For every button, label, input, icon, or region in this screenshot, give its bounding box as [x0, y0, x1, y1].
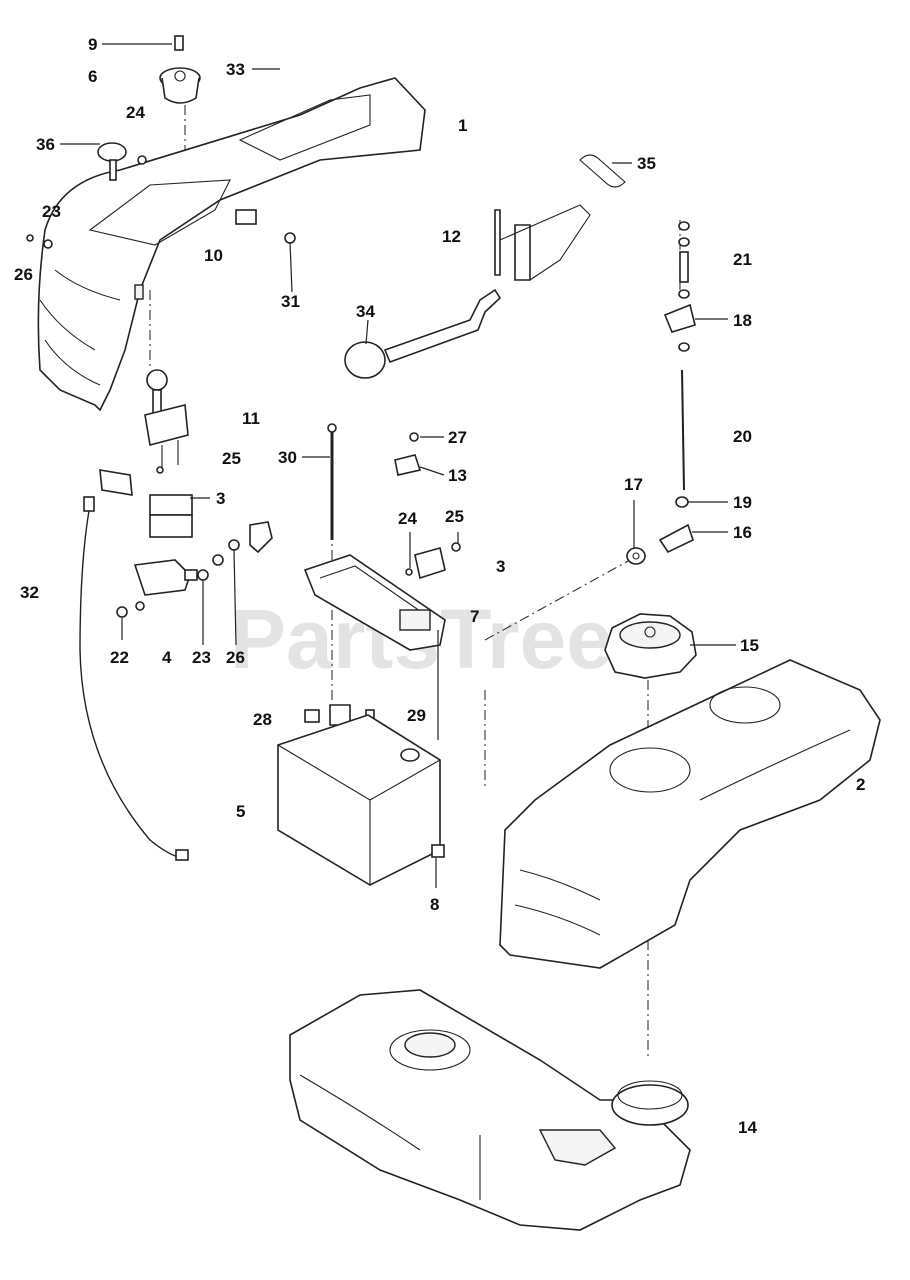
callout-33: 33 — [226, 60, 245, 79]
callout-7: 7 — [470, 607, 479, 626]
callout-labels: 1 2 3 3 4 5 6 7 8 9 10 11 12 13 14 15 16… — [14, 35, 865, 1137]
callout-28: 28 — [253, 710, 272, 729]
callout-23b: 23 — [192, 648, 211, 667]
tank-cover-part — [499, 659, 881, 969]
callout-21: 21 — [733, 250, 752, 269]
tee-fitting-part — [394, 432, 422, 476]
callout-8: 8 — [430, 895, 439, 914]
callout-32: 32 — [20, 583, 39, 602]
callout-29: 29 — [407, 706, 426, 725]
fuel-tank-part — [289, 989, 691, 1231]
callout-25b: 25 — [445, 507, 464, 526]
callout-24: 24 — [126, 103, 145, 122]
knob-part — [97, 142, 127, 181]
callout-26: 26 — [14, 265, 33, 284]
callout-34: 34 — [356, 302, 375, 321]
callout-4: 4 — [162, 648, 172, 667]
battery-hold-down-part — [303, 554, 446, 651]
callout-14: 14 — [738, 1118, 757, 1137]
callout-35: 35 — [637, 154, 656, 173]
washer-part — [43, 239, 53, 249]
callout-5: 5 — [236, 802, 245, 821]
bolt-part — [235, 209, 296, 244]
callout-19: 19 — [733, 493, 752, 512]
connector-part — [99, 469, 193, 538]
callout-11: 11 — [242, 409, 260, 428]
battery-part — [277, 714, 445, 886]
callout-13: 13 — [448, 466, 467, 485]
callout-16: 16 — [733, 523, 752, 542]
grommet-part — [626, 547, 646, 565]
screw-part — [137, 155, 147, 165]
callout-20: 20 — [733, 427, 752, 446]
callout-10: 10 — [204, 246, 223, 265]
battery-cable-part — [79, 496, 189, 861]
fuel-line-part — [658, 221, 696, 554]
callout-23: 23 — [42, 202, 61, 221]
callout-24b: 24 — [398, 509, 417, 528]
callout-3: 3 — [216, 489, 225, 508]
fender-console-part — [37, 77, 426, 412]
callout-31: 31 — [281, 292, 300, 311]
callout-18: 18 — [733, 311, 752, 330]
callout-1: 1 — [458, 116, 467, 135]
callout-12: 12 — [442, 227, 461, 246]
callout-2: 2 — [856, 775, 865, 794]
nut-part — [26, 234, 34, 242]
callout-22: 22 — [110, 648, 129, 667]
callout-30: 30 — [278, 448, 297, 467]
callout-26b: 26 — [226, 648, 245, 667]
throttle-lever-part — [344, 154, 626, 379]
relay-part — [405, 542, 461, 580]
switch-part — [144, 369, 189, 474]
callout-17: 17 — [624, 475, 643, 494]
callout-27: 27 — [448, 428, 467, 447]
fuel-cap-part — [604, 613, 697, 679]
callout-15: 15 — [740, 636, 759, 655]
leader-lines — [60, 43, 736, 888]
callout-3b: 3 — [496, 557, 505, 576]
callout-9: 9 — [88, 35, 97, 54]
callout-25: 25 — [222, 449, 241, 468]
callout-6: 6 — [88, 67, 97, 86]
callout-36: 36 — [36, 135, 55, 154]
hold-down-rod-part — [327, 423, 337, 540]
key-switch-part — [159, 35, 201, 104]
